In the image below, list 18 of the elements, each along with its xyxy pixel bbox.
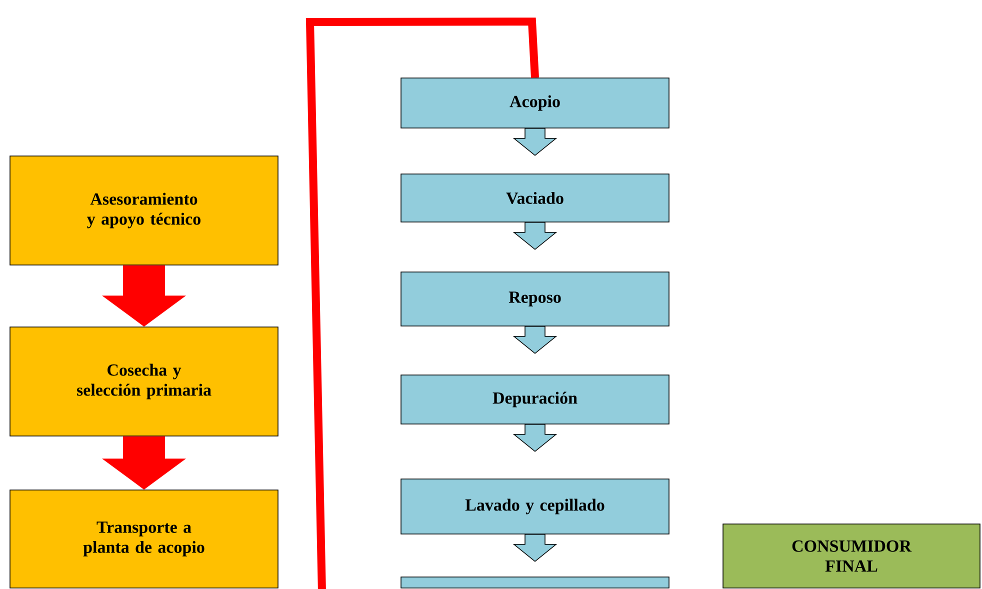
- empty-box: [400, 576, 670, 588]
- block-arrow: [512, 326, 558, 354]
- step-box: Vaciado: [400, 174, 670, 222]
- step-box: Lavado y cepillado: [400, 478, 670, 534]
- block-arrow: [512, 424, 558, 452]
- block-arrow: [102, 436, 186, 490]
- block-arrow: [102, 265, 186, 327]
- step-box: Acopio: [400, 78, 670, 128]
- process-box: Asesoramiento y apoyo técnico: [10, 156, 278, 266]
- step-box: Depuración: [400, 374, 670, 424]
- process-box: Cosecha y selección primaria: [10, 326, 278, 436]
- block-arrow: [512, 534, 558, 562]
- consumer-box: CONSUMIDOR FINAL: [722, 524, 980, 588]
- process-box: Transporte a planta de acopio: [10, 490, 278, 588]
- connector-line: [306, 18, 539, 589]
- step-box: Reposo: [400, 272, 670, 326]
- block-arrow: [512, 128, 558, 156]
- block-arrow: [512, 222, 558, 250]
